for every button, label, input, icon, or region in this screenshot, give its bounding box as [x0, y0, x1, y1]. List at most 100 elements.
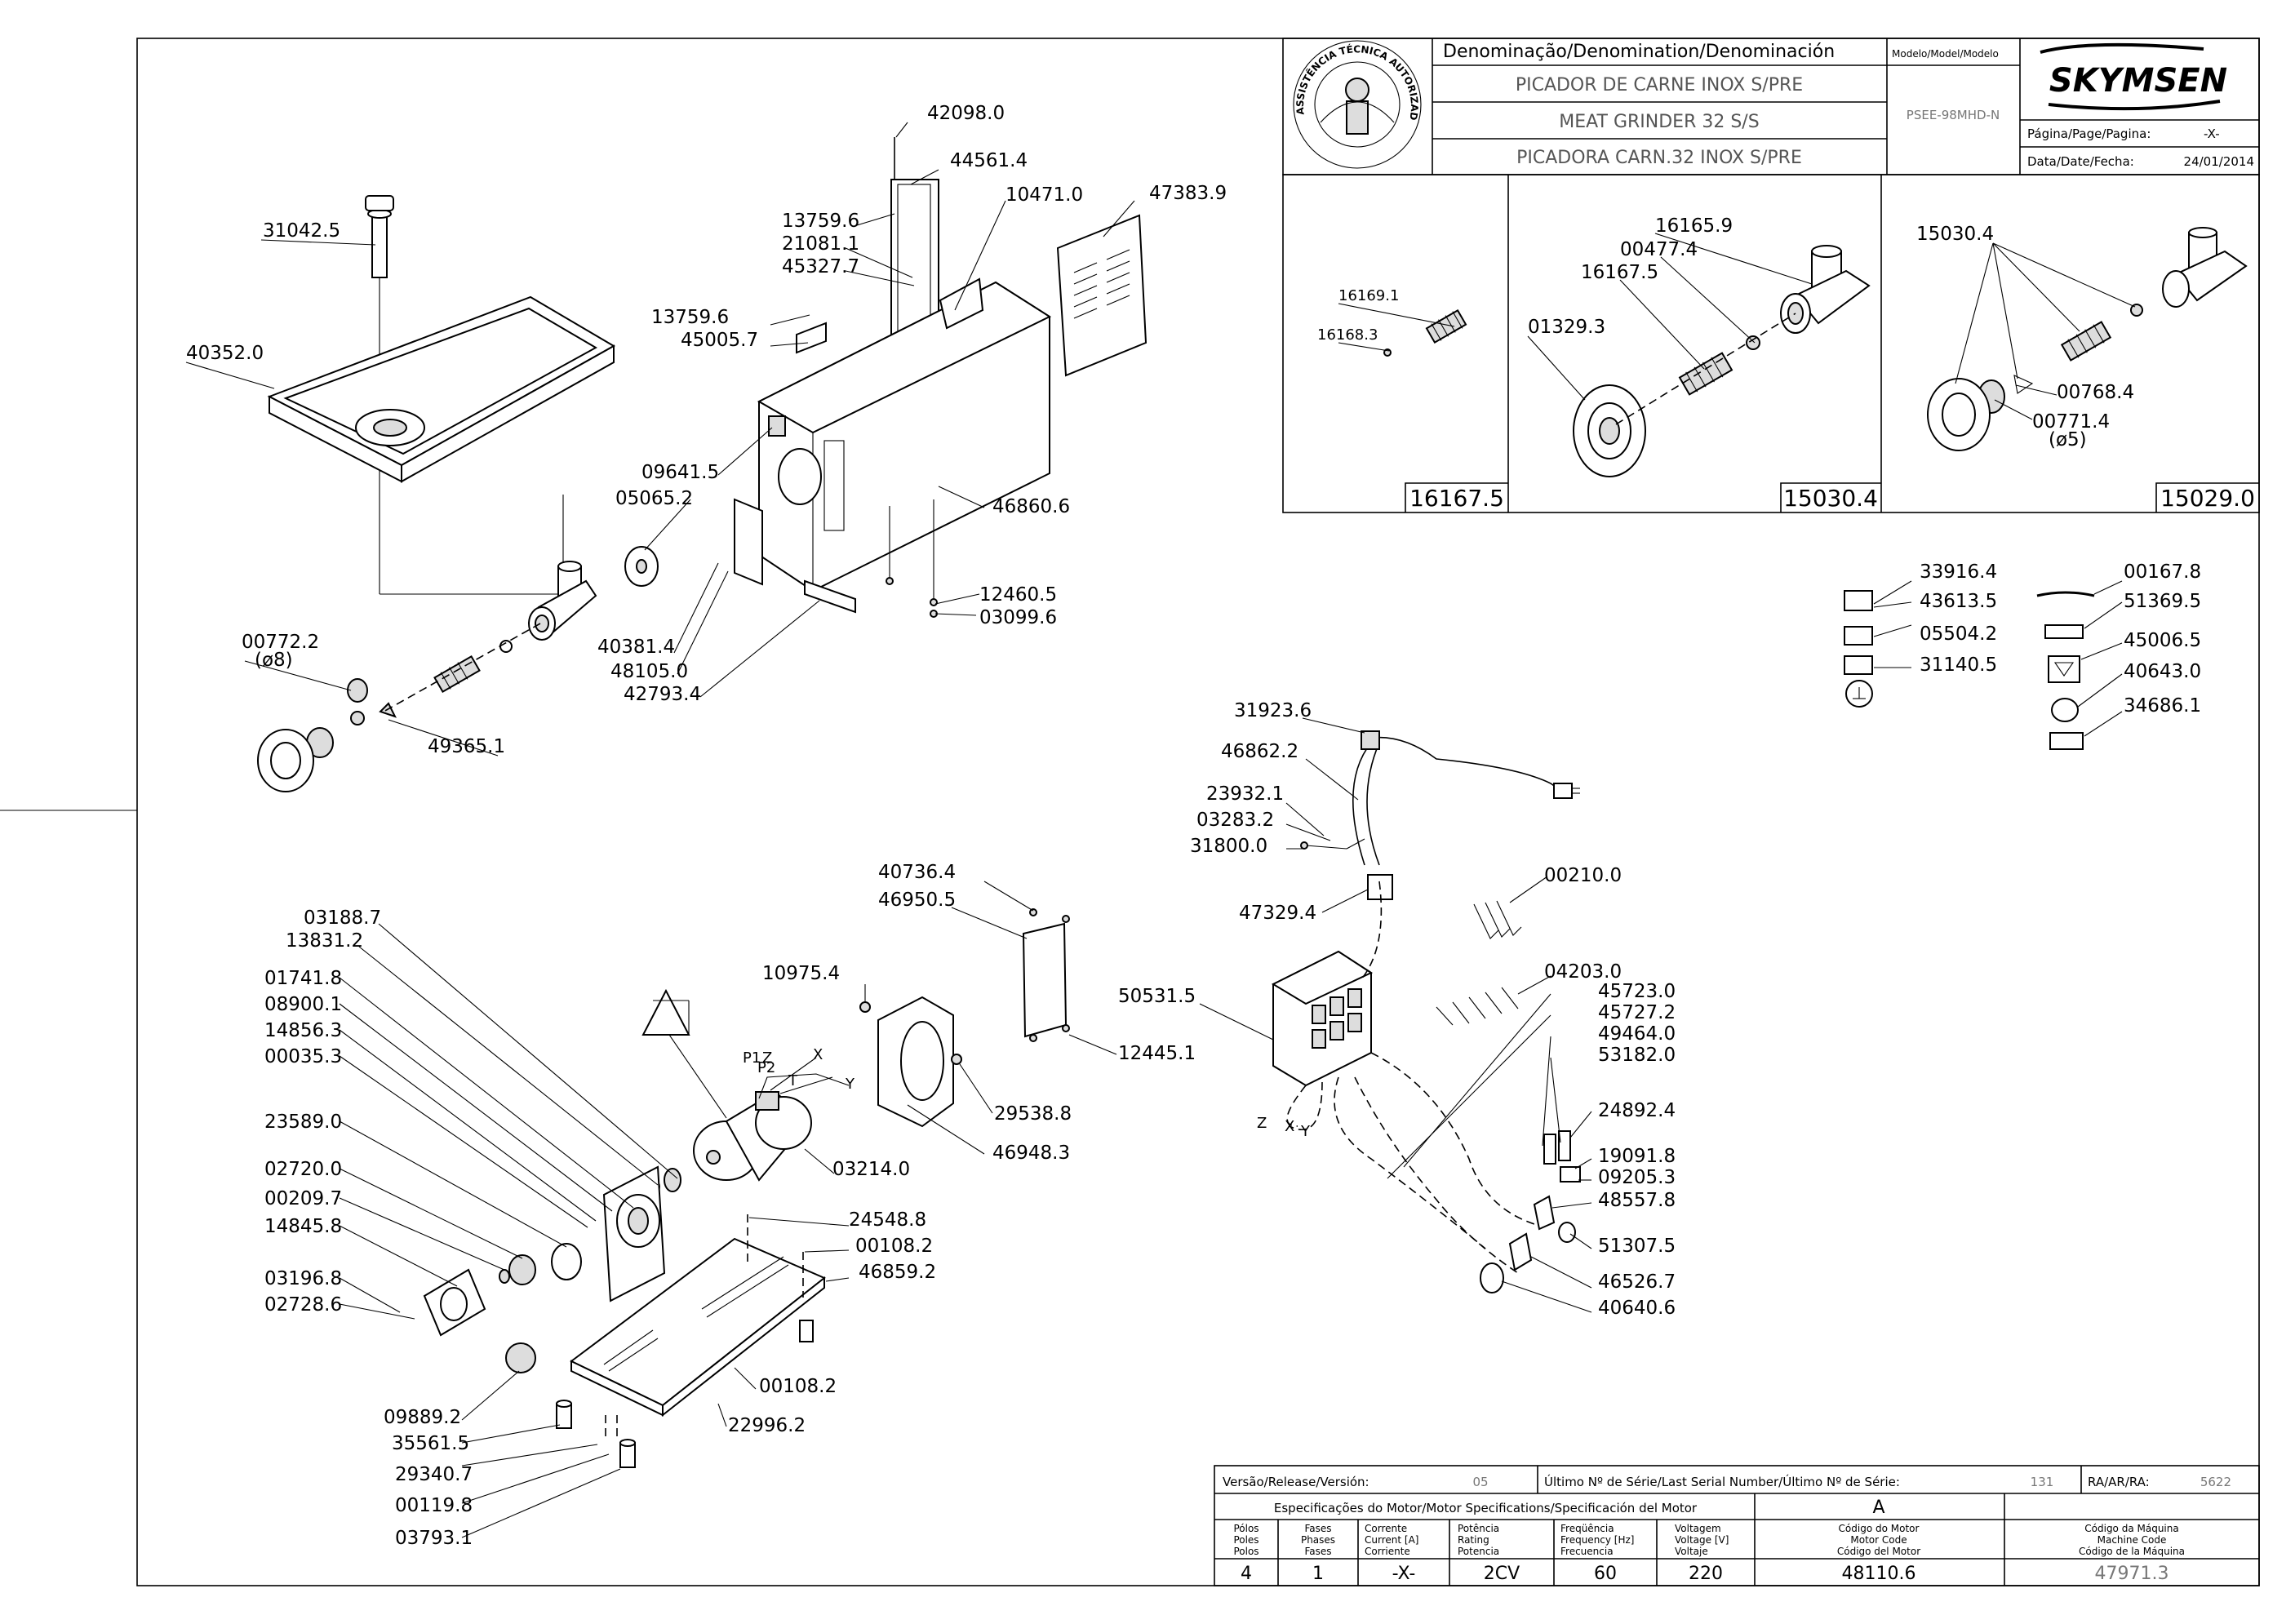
label-47329-4: 47329.4 — [1239, 903, 1316, 924]
col-phases-h1: Fases — [1304, 1523, 1331, 1534]
inset-code-1: 16167.5 — [1409, 485, 1504, 512]
version-value: 05 — [1472, 1475, 1488, 1489]
col-frequency-h1: Freqüência — [1560, 1523, 1614, 1534]
inset-1-label-1: 16169.1 — [1338, 287, 1399, 304]
col-current-h3: Corriente — [1365, 1546, 1410, 1557]
label-23932-1: 23932.1 — [1206, 783, 1284, 805]
label-04203-0: 04203.0 — [1544, 961, 1622, 983]
col-voltage-h3: Voltaje — [1675, 1546, 1708, 1557]
col-poles-h2: Poles — [1233, 1534, 1258, 1546]
col-phases-h3: Fases — [1304, 1546, 1331, 1557]
label-00167-8: 00167.8 — [2124, 561, 2201, 583]
label-51307-5: 51307.5 — [1598, 1236, 1676, 1257]
col-poles-h3: Polos — [1233, 1546, 1258, 1557]
col-rating-h3: Potencia — [1458, 1546, 1499, 1557]
label-00210-0: 00210.0 — [1544, 865, 1622, 886]
col-current-h2: Current [A] — [1365, 1534, 1418, 1546]
col-motor-code-h1: Código do Motor — [1839, 1523, 1920, 1534]
electric-motor — [693, 1090, 812, 1182]
col-voltage-value: 220 — [1689, 1564, 1723, 1584]
label-21081-1: 21081.1 — [782, 233, 859, 255]
label-03188-7: 03188.7 — [304, 907, 381, 929]
col-phases-h2: Phases — [1301, 1534, 1335, 1546]
label-00772-2: 00772.2 — [242, 632, 319, 653]
serial-value: 131 — [2031, 1475, 2054, 1489]
model-header: Modelo/Model/Modelo — [1892, 48, 1999, 60]
label-31923-6: 31923.6 — [1234, 700, 1312, 721]
col-poles-h1: Pólos — [1233, 1523, 1258, 1534]
col-motor-code-h3: Código del Motor — [1837, 1546, 1920, 1557]
label-22996-2: 22996.2 — [728, 1415, 806, 1436]
label-50531-5: 50531.5 — [1118, 986, 1196, 1007]
label-00108-2-a: 00108.2 — [855, 1236, 933, 1257]
meat-pusher — [371, 213, 388, 278]
inset-1-parts: 16169.1 16168.3 — [1317, 287, 1467, 357]
base-plate — [570, 1237, 826, 1418]
spec-columns: Pólos Poles Polos 4 Fases Phases Fases 1… — [1233, 1523, 2185, 1584]
col-rating-h1: Potência — [1458, 1523, 1499, 1534]
col-rating-value: 2CV — [1484, 1564, 1520, 1584]
col-motor-code-h2: Motor Code — [1850, 1534, 1907, 1546]
inset-3-label-4: (ø5) — [2049, 429, 2087, 450]
brand-name: SKYMSEN — [2049, 62, 2227, 100]
label-45727-2: 45727.2 — [1598, 1002, 1676, 1023]
label-00035-3: 00035.3 — [264, 1046, 342, 1067]
page-value: -X- — [2204, 126, 2220, 141]
rear-cover — [1056, 214, 1148, 377]
date-label: Data/Date/Fecha: — [2027, 154, 2134, 169]
label-24892-4: 24892.4 — [1598, 1100, 1676, 1121]
inset-3-parts: 15030.4 00768.4 00771.4 (ø5) — [1916, 224, 2248, 451]
housing-group: 42098.0 44561.4 13759.6 21081.1 45327.7 … — [597, 103, 1227, 705]
cover-group: 40736.4 46950.5 10975.4 12445.1 29538.8 … — [762, 862, 1196, 1164]
inset-code-3: 15029.0 — [2160, 485, 2255, 512]
label-03283-2: 03283.2 — [1196, 810, 1274, 831]
inset-2-label-3: 16167.5 — [1581, 262, 1658, 283]
label-12460-5: 12460.5 — [979, 584, 1057, 606]
label-48105-0: 48105.0 — [610, 661, 688, 682]
electrical-group: Z X Y — [1118, 700, 1676, 1319]
col-frequency-h2: Frequency [Hz] — [1560, 1534, 1635, 1546]
inset-code-2: 15030.4 — [1783, 485, 1878, 512]
label-40640-6: 40640.6 — [1598, 1298, 1676, 1319]
inset-2-label-1: 16165.9 — [1655, 215, 1733, 237]
col-machine-code-value: 47971.3 — [2095, 1564, 2169, 1584]
label-47383-9: 47383.9 — [1149, 183, 1227, 204]
inset-2-label-2: 00477.4 — [1620, 239, 1698, 260]
inset-3-label-3: 00771.4 — [2032, 411, 2110, 433]
wire-letter-z: Z — [762, 1049, 772, 1067]
spec-table: Versão/Release/Versión: 05 Último Nº de … — [1214, 1465, 2260, 1586]
inset-2-parts: 16165.9 00477.4 16167.5 01329.3 — [1527, 215, 1871, 477]
col-current-h1: Corrente — [1365, 1523, 1407, 1534]
label-09889-2: 09889.2 — [384, 1407, 461, 1428]
label-03793-1: 03793.1 — [395, 1528, 473, 1549]
label-00209-7: 00209.7 — [264, 1188, 342, 1209]
tray-and-grinder-group: 31042.5 40352.0 00772.2 (ø8) 49365.1 — [185, 195, 616, 792]
label-51369-5: 51369.5 — [2124, 591, 2201, 612]
label-45005-7: 45005.7 — [681, 330, 758, 351]
inset-2-label-4: 01329.3 — [1528, 317, 1605, 338]
label-40643-0: 40643.0 — [2124, 661, 2201, 682]
label-00108-2-b: 00108.2 — [759, 1376, 837, 1397]
col-rating-h2: Rating — [1458, 1534, 1489, 1546]
col-machine-code-h1: Código da Máquina — [2084, 1523, 2178, 1534]
serial-label: Último Nº de Série/Last Serial Number/Úl… — [1544, 1474, 1900, 1489]
model-code: PSEE-98MHD-N — [1907, 108, 2000, 122]
label-03196-8: 03196.8 — [264, 1268, 342, 1289]
label-19091-8: 19091.8 — [1598, 1146, 1676, 1167]
label-05504-2: 05504.2 — [1920, 623, 1997, 645]
wire-letter-z-2: Z — [1257, 1115, 1267, 1132]
wire-letter-y: Y — [845, 1076, 855, 1093]
label-diam-8: (ø8) — [255, 650, 293, 671]
label-08900-1: 08900.1 — [264, 994, 342, 1015]
label-05065-2: 05065.2 — [615, 488, 693, 509]
control-box — [1271, 950, 1374, 1087]
title-block: ASSISTÊNCIA TÉCNICA AUTORIZADA Denominaç… — [0, 0, 2260, 175]
sheet-frame — [0, 38, 2260, 1586]
label-13759-6-b: 13759.6 — [651, 307, 729, 328]
label-00119-8: 00119.8 — [395, 1495, 473, 1516]
ra-label: RA/AR/RA: — [2088, 1475, 2150, 1489]
wire-letter-p1: P1 — [743, 1049, 761, 1067]
wire-letter-t: T — [788, 1072, 798, 1089]
wire-set-2 — [1436, 987, 1519, 1026]
label-24548-8: 24548.8 — [849, 1209, 926, 1231]
